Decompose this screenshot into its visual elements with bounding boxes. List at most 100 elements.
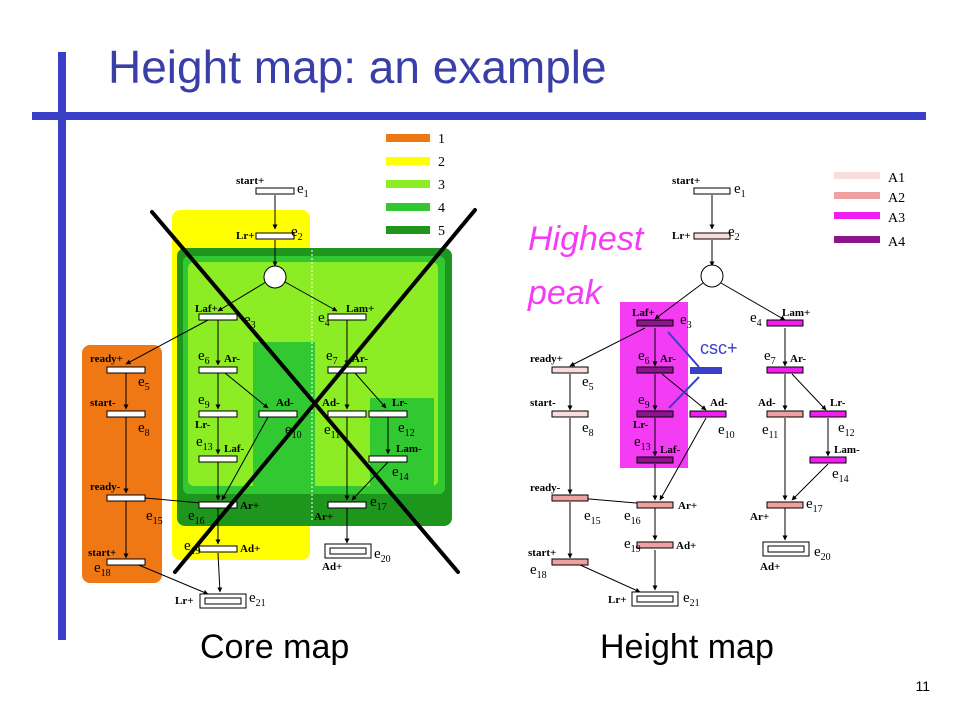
height-place (700, 264, 724, 288)
svg-text:e7: e7 (764, 348, 776, 367)
height-edges (567, 195, 831, 593)
height-label: Laf- (660, 444, 681, 456)
height-label: Lr+ (608, 594, 627, 606)
caption-core-map: Core map (200, 628, 350, 666)
core-label: Lr- (195, 419, 211, 431)
event-sub: 19 (191, 546, 201, 557)
height-legend-label: A1 (888, 171, 905, 186)
height-legend: A1 A2 A3 A4 (834, 171, 905, 250)
event-letter: e (638, 392, 645, 408)
height-label: Lr+ (672, 230, 691, 242)
event-sub: 9 (645, 400, 650, 411)
event-letter: e (291, 224, 298, 240)
event-letter: e (146, 508, 153, 524)
svg-text:e10: e10 (718, 422, 735, 441)
svg-text:e2: e2 (728, 224, 740, 243)
svg-text:e11: e11 (762, 422, 778, 441)
svg-text:e16: e16 (188, 508, 205, 527)
height-label: Lr- (830, 397, 846, 409)
event-letter: e (196, 434, 203, 450)
event-letter: e (728, 224, 735, 240)
svg-text:e15: e15 (584, 508, 601, 527)
height-label: Ar- (660, 353, 676, 365)
core-legend-label: 2 (438, 155, 445, 170)
event-letter: e (838, 420, 845, 436)
svg-text:e12: e12 (838, 420, 855, 439)
event-sub: 18 (537, 570, 547, 581)
core-legend-label: 4 (438, 201, 445, 216)
svg-text:e21: e21 (249, 590, 266, 609)
event-letter: e (832, 466, 839, 482)
event-sub: 15 (153, 516, 163, 527)
height-label: Ad+ (676, 540, 696, 552)
event-sub: 7 (333, 356, 338, 367)
height-map: A1 A2 A3 A4 Highest peak (527, 171, 905, 609)
event-sub: 13 (203, 442, 213, 453)
event-letter: e (138, 374, 145, 390)
core-map: 1 2 3 4 5 (82, 132, 477, 609)
event-letter: e (94, 560, 101, 576)
event-letter: e (634, 434, 641, 450)
event-sub: 5 (145, 382, 150, 393)
core-label: ready- (90, 481, 121, 493)
svg-text:e20: e20 (814, 544, 831, 563)
event-sub: 9 (205, 400, 210, 411)
svg-text:e12: e12 (398, 420, 415, 439)
event-sub: 19 (631, 544, 641, 555)
event-sub: 14 (839, 474, 849, 485)
event-sub: 16 (195, 516, 205, 527)
core-legend-label: 3 (438, 178, 445, 193)
event-sub: 16 (631, 516, 641, 527)
svg-text:e11: e11 (324, 422, 340, 441)
highest-peak-region (620, 302, 688, 468)
svg-text:e18: e18 (530, 562, 547, 581)
event-letter: e (392, 464, 399, 480)
svg-text:e17: e17 (806, 496, 823, 515)
svg-text:e15: e15 (146, 508, 163, 527)
event-letter: e (326, 348, 333, 364)
slide-title: Height map: an example (108, 41, 607, 93)
event-sub: 2 (298, 232, 303, 243)
height-label: Ad+ (760, 561, 780, 573)
svg-text:e1: e1 (297, 181, 309, 200)
event-letter: e (683, 590, 690, 606)
accent-vertical-bar (58, 52, 66, 640)
event-letter: e (324, 422, 331, 438)
svg-text:e18: e18 (94, 560, 111, 579)
event-sub: 11 (769, 430, 779, 441)
core-label: Lr+ (236, 230, 255, 242)
core-place (263, 265, 287, 289)
event-sub: 18 (101, 568, 111, 579)
svg-text:e13: e13 (634, 434, 651, 453)
event-letter: e (318, 310, 325, 326)
core-label: Lam- (396, 443, 422, 455)
svg-text:e5: e5 (138, 374, 150, 393)
core-label: Ad- (276, 397, 294, 409)
core-label: Ad+ (322, 561, 342, 573)
event-letter: e (584, 508, 591, 524)
svg-text:e14: e14 (832, 466, 849, 485)
event-sub: 11 (331, 430, 341, 441)
core-label: Ar+ (240, 500, 259, 512)
svg-text:e14: e14 (392, 464, 409, 483)
height-label: Lam+ (782, 307, 810, 319)
event-letter: e (624, 536, 631, 552)
event-sub: 3 (687, 320, 692, 331)
svg-text:e5: e5 (582, 374, 594, 393)
svg-text:e19: e19 (184, 538, 201, 557)
event-letter: e (188, 508, 195, 524)
event-letter: e (806, 496, 813, 512)
core-label: start- (90, 397, 116, 409)
height-label: start+ (528, 547, 556, 559)
svg-text:e9: e9 (638, 392, 650, 411)
event-sub: 17 (813, 504, 823, 515)
svg-text:e4: e4 (318, 310, 330, 329)
event-sub: 1 (304, 189, 309, 200)
annotation-highest: Highest (528, 220, 645, 258)
event-sub: 10 (292, 430, 302, 441)
event-letter: e (582, 420, 589, 436)
svg-text:e1: e1 (734, 181, 746, 200)
core-label: start+ (236, 175, 264, 187)
event-letter: e (297, 181, 304, 197)
event-sub: 20 (381, 554, 391, 565)
